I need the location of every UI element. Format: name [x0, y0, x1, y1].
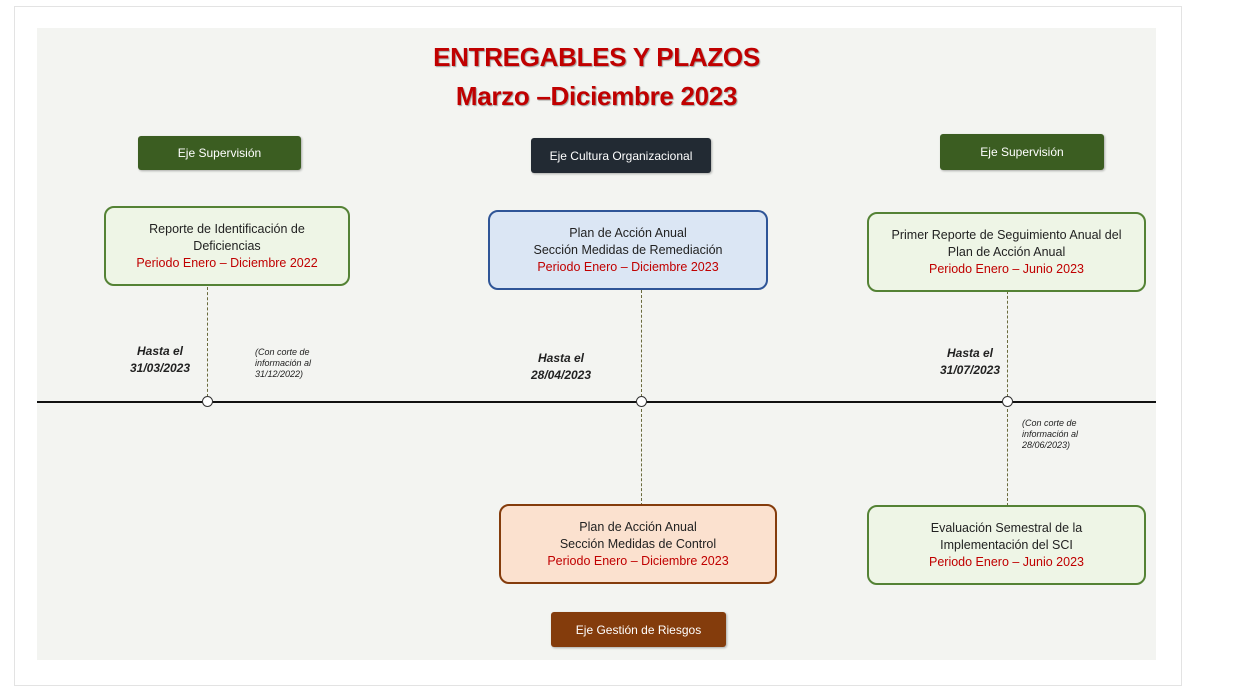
note-line: 31/12/2022) [255, 369, 304, 379]
deliverable-plan-remediacion: Plan de Acción Anual Sección Medidas de … [488, 210, 768, 290]
note-line: información al [1022, 429, 1079, 439]
timeline-node-2 [636, 396, 647, 407]
milestone-date-2: Hasta el 28/04/2023 [516, 350, 606, 384]
connector-reporte [207, 287, 208, 397]
timeline-axis [37, 401, 1156, 403]
milestone-date: 31/07/2023 [939, 363, 1001, 377]
deliverable-line1: Evaluación Semestral de la [930, 520, 1083, 535]
diagram-title: ENTREGABLES Y PLAZOS [433, 42, 760, 72]
deliverable-reporte-deficiencias: Reporte de Identificación de Deficiencia… [104, 206, 350, 286]
milestone-label: Hasta el [946, 346, 994, 360]
axis-badge-riesgos: Eje Gestión de Riesgos [551, 612, 726, 647]
axis-badge-cultura: Eje Cultura Organizacional [531, 138, 711, 173]
deliverable-line2: Sección Medidas de Control [559, 536, 717, 551]
milestone-date-1: Hasta el 31/03/2023 [115, 343, 205, 377]
note-line: 28/06/2023) [1022, 440, 1071, 450]
timeline-node-1 [202, 396, 213, 407]
deliverable-period: Periodo Enero – Diciembre 2022 [136, 255, 318, 270]
milestone-date: 28/04/2023 [530, 368, 592, 382]
timeline-node-3 [1002, 396, 1013, 407]
axis-badge-supervision-right: Eje Supervisión [940, 134, 1104, 170]
milestone-label: Hasta el [537, 351, 585, 365]
deliverable-period: Periodo Enero – Diciembre 2023 [537, 259, 719, 274]
deliverable-period: Periodo Enero – Diciembre 2023 [547, 553, 729, 568]
connector-evaluacion [1007, 409, 1008, 506]
milestone-date-3: Hasta el 31/07/2023 [925, 345, 1015, 379]
deliverable-plan-control: Plan de Acción Anual Sección Medidas de … [499, 504, 777, 584]
deliverable-period: Periodo Enero – Junio 2023 [929, 554, 1084, 569]
deliverable-period: Periodo Enero – Junio 2023 [929, 261, 1084, 276]
milestone-note-3: (Con corte de información al 28/06/2023) [1022, 418, 1112, 451]
connector-seguimiento [1007, 291, 1008, 397]
milestone-note-1: (Con corte de información al 31/12/2022) [255, 347, 345, 380]
milestone-label: Hasta el [136, 344, 184, 358]
deliverable-seguimiento-anual: Primer Reporte de Seguimiento Anual del … [867, 212, 1146, 292]
deliverable-line1: Plan de Acción Anual [569, 225, 687, 240]
milestone-date: 31/03/2023 [129, 361, 191, 375]
connector-plan-remediacion [641, 290, 642, 397]
note-line: (Con corte de [1022, 418, 1077, 428]
deliverable-line2: Plan de Acción Anual [947, 244, 1066, 259]
connector-plan-control [641, 409, 642, 506]
note-line: (Con corte de [255, 347, 310, 357]
deliverable-line1: Primer Reporte de Seguimiento Anual del [891, 227, 1122, 242]
deliverable-evaluacion-semestral: Evaluación Semestral de la Implementació… [867, 505, 1146, 585]
note-line: información al [255, 358, 312, 368]
deliverable-line2: Sección Medidas de Remediación [533, 242, 723, 257]
deliverable-line1: Plan de Acción Anual [579, 519, 697, 534]
axis-badge-supervision-left: Eje Supervisión [138, 136, 301, 170]
deliverable-line1: Reporte de Identificación de [149, 221, 305, 236]
deliverable-line2: Implementación del SCI [940, 537, 1073, 552]
diagram-subtitle: Marzo –Diciembre 2023 [455, 81, 738, 111]
deliverable-line2: Deficiencias [193, 238, 261, 253]
